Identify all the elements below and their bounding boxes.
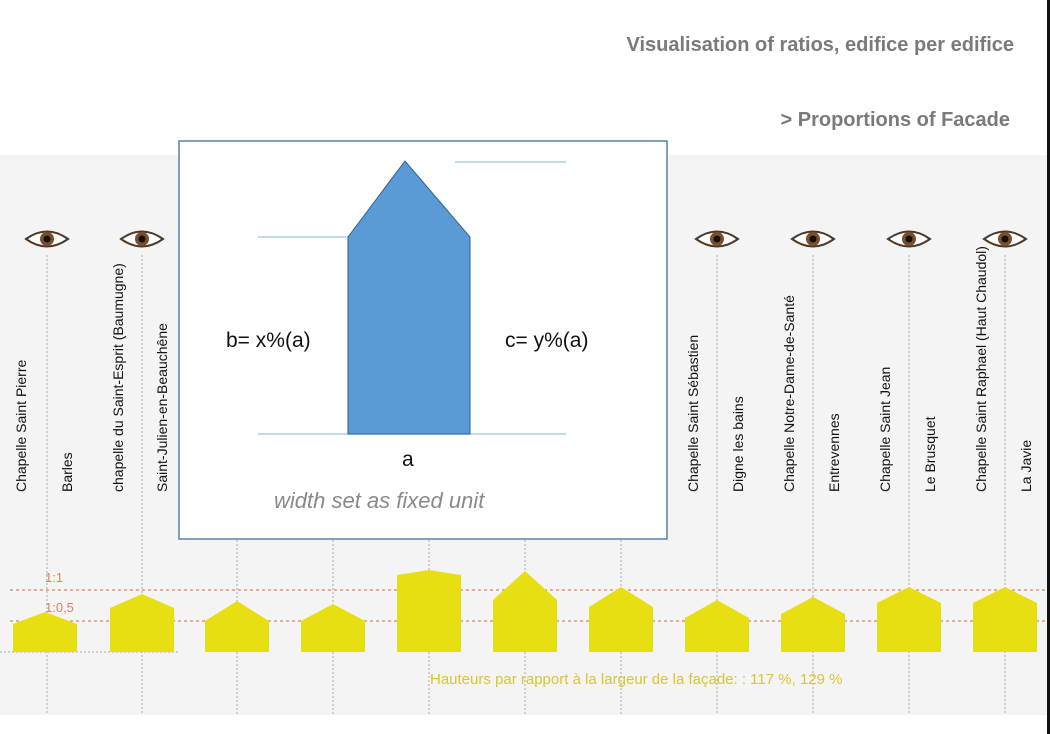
guide-label-1-1: 1:1 <box>45 570 63 585</box>
box-caption: width set as fixed unit <box>274 488 485 513</box>
facade-shape <box>781 597 845 652</box>
chapel-label: Chapelle Saint Sébastien <box>685 335 701 492</box>
facade-schema-shape <box>347 160 471 435</box>
eye-icon <box>119 230 165 248</box>
facade-shape <box>301 604 365 652</box>
chapel-label: Digne les bains <box>730 396 746 492</box>
chapel-label: Entrevennes <box>826 413 842 492</box>
label-a: a <box>402 448 414 471</box>
facade-shape <box>205 601 269 652</box>
facade-shape <box>877 587 941 652</box>
chapel-label: Chapelle Saint Raphael (Haut Chaudol) <box>973 246 989 492</box>
facade-shape <box>13 612 77 652</box>
eye-icon <box>694 230 740 248</box>
facade-shape <box>110 594 174 652</box>
facade-shape <box>493 571 557 652</box>
chapel-label: Chapelle Saint Jean <box>877 367 893 492</box>
page-title: Visualisation of ratios, edifice per edi… <box>626 34 1014 56</box>
vertical-guides <box>46 255 1006 715</box>
facade-shape <box>973 587 1037 652</box>
facade-shape <box>685 600 749 652</box>
facade-silhouettes <box>13 570 1037 652</box>
eye-icon <box>982 230 1028 248</box>
facade-shape <box>589 587 653 652</box>
page-subtitle: > Proportions of Facade <box>780 109 1010 131</box>
chapel-label: La Javie <box>1018 440 1034 492</box>
chapel-label: chapelle du Saint-Esprit (Baumugne) <box>110 263 126 492</box>
explanation-box: b= x%(a) c= y%(a) a width set as fixed u… <box>178 140 668 540</box>
label-b: b= x%(a) <box>226 329 311 352</box>
eye-icon <box>790 230 836 248</box>
chapel-labels: Chapelle Saint Pierre Barles chapelle du… <box>13 246 1034 492</box>
chapel-label: Barles <box>59 452 75 492</box>
guide-label-1-05: 1:0,5 <box>45 600 74 615</box>
footnote-text: Hauteurs par rapport à la largeur de la … <box>430 671 842 688</box>
eye-icon <box>24 230 70 248</box>
chapel-label: Chapelle Saint Pierre <box>13 359 29 492</box>
window-edge <box>1047 0 1050 734</box>
eye-icon-group <box>24 230 1028 248</box>
eye-icon <box>886 230 932 248</box>
chapel-label: Saint-Julien-en-Beauchêne <box>154 323 170 492</box>
facade-shape <box>397 570 461 652</box>
chapel-label: Le Brusquet <box>922 416 938 492</box>
label-c: c= y%(a) <box>505 329 588 352</box>
chapel-label: Chapelle Notre-Dame-de-Santé <box>781 295 797 492</box>
